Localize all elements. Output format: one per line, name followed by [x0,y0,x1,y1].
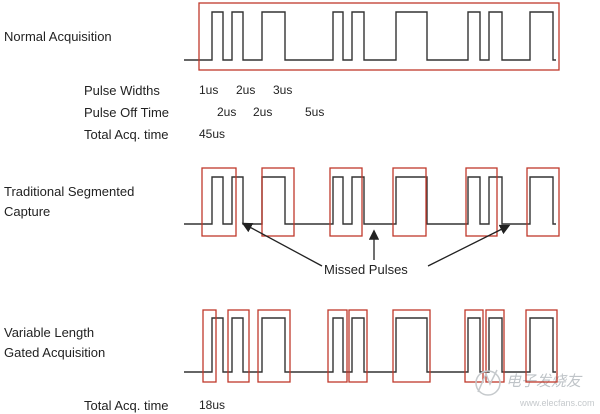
traditional-capture-label-line1: Traditional Segmented [4,184,135,199]
missed-pulse-arrow-right [427,224,511,267]
total-acq-time-normal-value: 45us [199,127,226,141]
missed-pulse-arrow-left [241,222,323,267]
pulse-width-value-1: 1us [199,83,219,97]
pulse-off-value-3: 5us [305,105,325,119]
gated-window-1 [202,309,217,383]
total-acq-time-label: Total Acq. time [84,127,169,142]
traditional-capture-label-line2: Capture [4,204,51,219]
variable-gated-label-line2: Gated Acquisition [4,345,106,360]
watermark-text: 电子发烧友 [506,372,582,390]
missed-pulses-arrows [241,222,511,267]
watermark-url: www.elecfans.com [520,398,595,408]
segment-window-2 [261,167,295,237]
gated-window-8 [485,309,505,383]
pulse-width-value-2: 2us [236,83,256,97]
normal-signal-trace [184,11,556,61]
segment-window-4 [392,167,427,237]
total-acq-time-label-bottom: Total Acq. time [84,398,169,413]
gated-window-6 [392,309,431,383]
normal-acquisition-row [184,2,560,71]
gated-window-7 [464,309,484,383]
pulse-widths-label: Pulse Widths [84,83,160,98]
gated-window-3 [257,309,291,383]
missed-pulses-label: Missed Pulses [324,262,408,277]
pulse-off-value-1: 2us [217,105,237,119]
segment-window-3 [329,167,363,237]
traditional-capture-row [184,167,560,237]
gated-window-2 [227,309,250,383]
gated-window-9 [525,309,558,383]
variable-gated-label-line1: Variable Length [4,325,95,340]
normal-acquisition-window [198,2,560,71]
gated-window-5 [348,309,368,383]
normal-acquisition-label: Normal Acquisition [4,29,112,44]
segment-window-5 [465,167,498,237]
watermark-logo-icon [475,369,501,396]
variable-gated-row [184,309,558,383]
pulse-off-value-2: 2us [253,105,273,119]
segment-window-6 [526,167,560,237]
variable-signal-trace [184,317,556,373]
traditional-signal-trace [184,176,556,225]
total-acq-time-variable-value: 18us [199,398,226,412]
pulse-off-time-label: Pulse Off Time [84,105,170,120]
segment-window-1 [201,167,237,237]
pulse-width-value-3: 3us [273,83,293,97]
gated-window-4 [327,309,348,383]
